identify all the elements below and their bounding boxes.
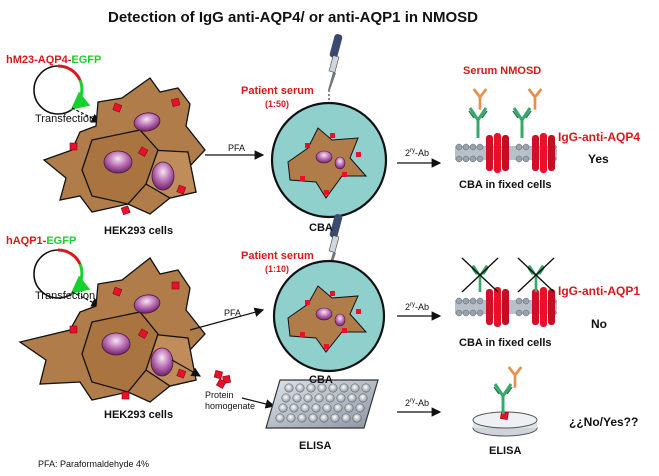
homogenate-arrow bbox=[171, 359, 202, 377]
secondary-ab-sup-aqp1: ry bbox=[410, 302, 416, 308]
plasmid-label-aqp1: hAQP1-EGFP bbox=[6, 236, 76, 247]
serum-label-aqp4: Patient serum bbox=[241, 85, 314, 97]
aqp1-surface-markers bbox=[69, 281, 187, 400]
cba-label-aqp1: CBA bbox=[309, 374, 333, 386]
protein-homogenate-line2: homogenate bbox=[205, 401, 256, 411]
cba-fixed-label-aqp4: CBA in fixed cells bbox=[459, 179, 552, 191]
membrane-aqp1 bbox=[455, 257, 557, 327]
secondary-ab-label-aqp1: 2ry-Ab bbox=[405, 302, 429, 312]
pfa-label-aqp4: PFA bbox=[228, 143, 246, 153]
secondary-ab-sup-aqp4: ry bbox=[410, 148, 416, 154]
plasmid-gene-aqp4: hM23-AQP4- bbox=[6, 54, 72, 66]
plasmid-aqp4 bbox=[33, 64, 91, 115]
secondary-ab-rest-elisa: -Ab bbox=[415, 398, 430, 408]
elisa-result: ¿¿No/Yes?? bbox=[569, 415, 639, 429]
cba-fixed-label-aqp1: CBA in fixed cells bbox=[459, 337, 552, 349]
secondary-ab-rest-aqp4: -Ab bbox=[415, 148, 430, 158]
protein-homogenate-label: Protein homogenate bbox=[205, 390, 255, 412]
pfa-arrow-aqp1 bbox=[189, 307, 265, 331]
plasmid-reporter-aqp4: EGFP bbox=[71, 54, 102, 66]
result-aqp4: Yes bbox=[588, 152, 609, 166]
pfa-label-aqp1: PFA bbox=[224, 308, 242, 318]
serum-label-aqp1: Patient serum bbox=[241, 250, 314, 262]
transfection-label-aqp4: Transfection bbox=[35, 113, 96, 125]
result-aqp1: No bbox=[591, 317, 607, 331]
serum-dilution-aqp4: (1:50) bbox=[265, 99, 290, 109]
secondary-ab-num-elisa: 2 bbox=[405, 398, 411, 408]
aqp4-surface-markers bbox=[69, 97, 187, 216]
elisa-plate bbox=[265, 379, 379, 429]
secondary-ab-num-aqp1: 2 bbox=[405, 302, 411, 312]
transfection-label-aqp1: Transfection bbox=[35, 290, 96, 302]
elisa-well-label: ELISA bbox=[489, 445, 522, 457]
plasmid-gene-aqp1: hAQP1- bbox=[6, 235, 47, 247]
protein-homogenate-line1: Protein bbox=[205, 390, 234, 400]
culture-dish-aqp1 bbox=[272, 259, 386, 373]
serum-nmosd-label: Serum NMOSD bbox=[463, 65, 542, 77]
protein-homogenate-icon bbox=[213, 369, 231, 389]
plasmid-aqp1 bbox=[33, 248, 91, 299]
figure-title: Detection of IgG anti-AQP4/ or anti-AQP1… bbox=[108, 9, 479, 26]
elisa-plate-label: ELISA bbox=[299, 440, 332, 452]
hek293-cells-aqp1 bbox=[18, 257, 206, 403]
cells-label-aqp4: HEK293 cells bbox=[104, 225, 174, 237]
transfection-arrow-aqp4 bbox=[71, 107, 102, 123]
serum-dilution-aqp1: (1:10) bbox=[265, 264, 290, 274]
secondary-ab-label-aqp4: 2ry-Ab bbox=[405, 148, 429, 158]
cells-label-aqp1: HEK293 cells bbox=[104, 409, 174, 421]
culture-dish-aqp4 bbox=[270, 101, 388, 219]
secondary-ab-label-elisa: 2ry-Ab bbox=[405, 398, 429, 408]
antibody-label-aqp4: IgG-anti-AQP4 bbox=[558, 130, 641, 144]
secondary-ab-num-aqp4: 2 bbox=[405, 148, 411, 158]
cba-label-aqp4: CBA bbox=[309, 222, 333, 234]
elisa-well bbox=[472, 365, 538, 437]
antibody-label-aqp1: IgG-anti-AQP1 bbox=[558, 284, 641, 298]
plasmid-label-aqp4: hM23-AQP4-EGFP bbox=[6, 55, 101, 66]
nuclei-aqp1 bbox=[101, 294, 174, 377]
plasmid-reporter-aqp1: EGFP bbox=[46, 235, 77, 247]
nuclei-aqp4 bbox=[103, 112, 175, 191]
pipette-aqp4 bbox=[328, 34, 343, 112]
secondary-ab-sup-elisa: ry bbox=[410, 398, 416, 404]
plate-arrow bbox=[241, 397, 276, 409]
transfection-arrow-aqp1 bbox=[71, 291, 102, 307]
footnote: PFA: Paraformaldehyde 4% bbox=[38, 459, 150, 469]
hek293-cells-aqp4 bbox=[42, 77, 206, 215]
secondary-ab-rest-aqp1: -Ab bbox=[415, 302, 430, 312]
membrane-aqp4 bbox=[455, 87, 557, 173]
